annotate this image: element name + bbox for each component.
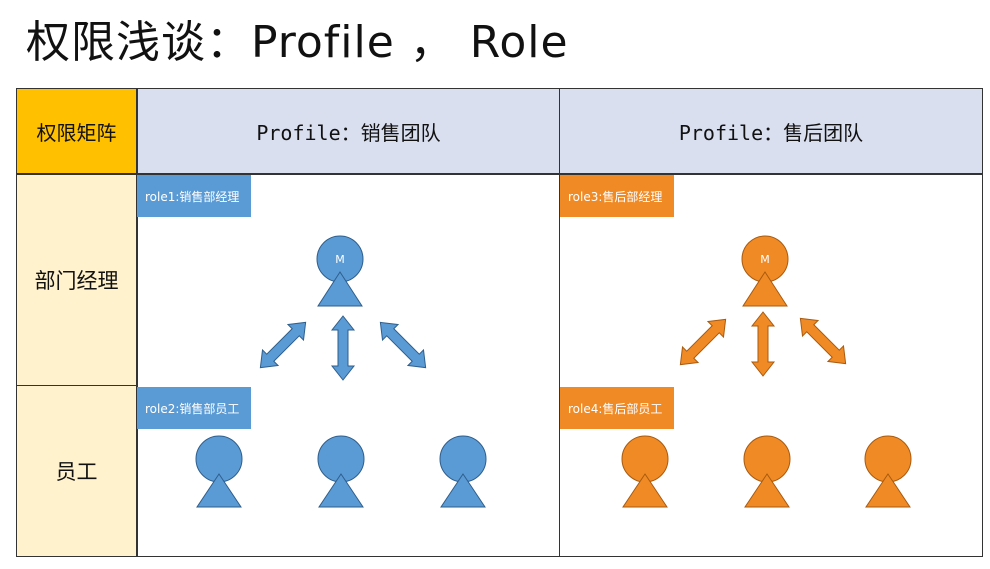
person-icon xyxy=(439,435,487,508)
manager-person-icon xyxy=(316,235,364,307)
double-arrow-icon xyxy=(372,314,434,376)
column-header-sales: Profile：销售团队 xyxy=(137,88,560,174)
person-icon xyxy=(864,435,912,508)
role-tag-service-staff: role4:售后部员工 xyxy=(560,387,674,429)
role-tag-sales-manager: role1:销售部经理 xyxy=(137,175,251,217)
double-arrow-icon xyxy=(672,311,734,373)
double-arrow-icon xyxy=(792,310,854,372)
person-icon xyxy=(621,435,669,508)
manager-person-icon xyxy=(741,235,789,307)
double-arrow-icon xyxy=(331,315,355,381)
person-icon xyxy=(317,435,365,508)
manager-mark-service: M xyxy=(760,253,770,266)
double-arrow-icon xyxy=(751,311,775,377)
person-icon xyxy=(195,435,243,508)
double-arrow-icon xyxy=(252,314,314,376)
manager-mark-sales: M xyxy=(335,253,345,266)
role-tag-service-manager: role3:售后部经理 xyxy=(560,175,674,217)
person-icon xyxy=(743,435,791,508)
column-header-service: Profile：售后团队 xyxy=(559,88,983,174)
row-label-staff: 员工 xyxy=(16,385,137,557)
matrix-corner-label: 权限矩阵 xyxy=(16,88,137,174)
role-tag-sales-staff: role2:销售部员工 xyxy=(137,387,251,429)
page-title: 权限浅谈：Profile ， Role xyxy=(26,17,569,68)
row-label-manager: 部门经理 xyxy=(16,174,137,386)
